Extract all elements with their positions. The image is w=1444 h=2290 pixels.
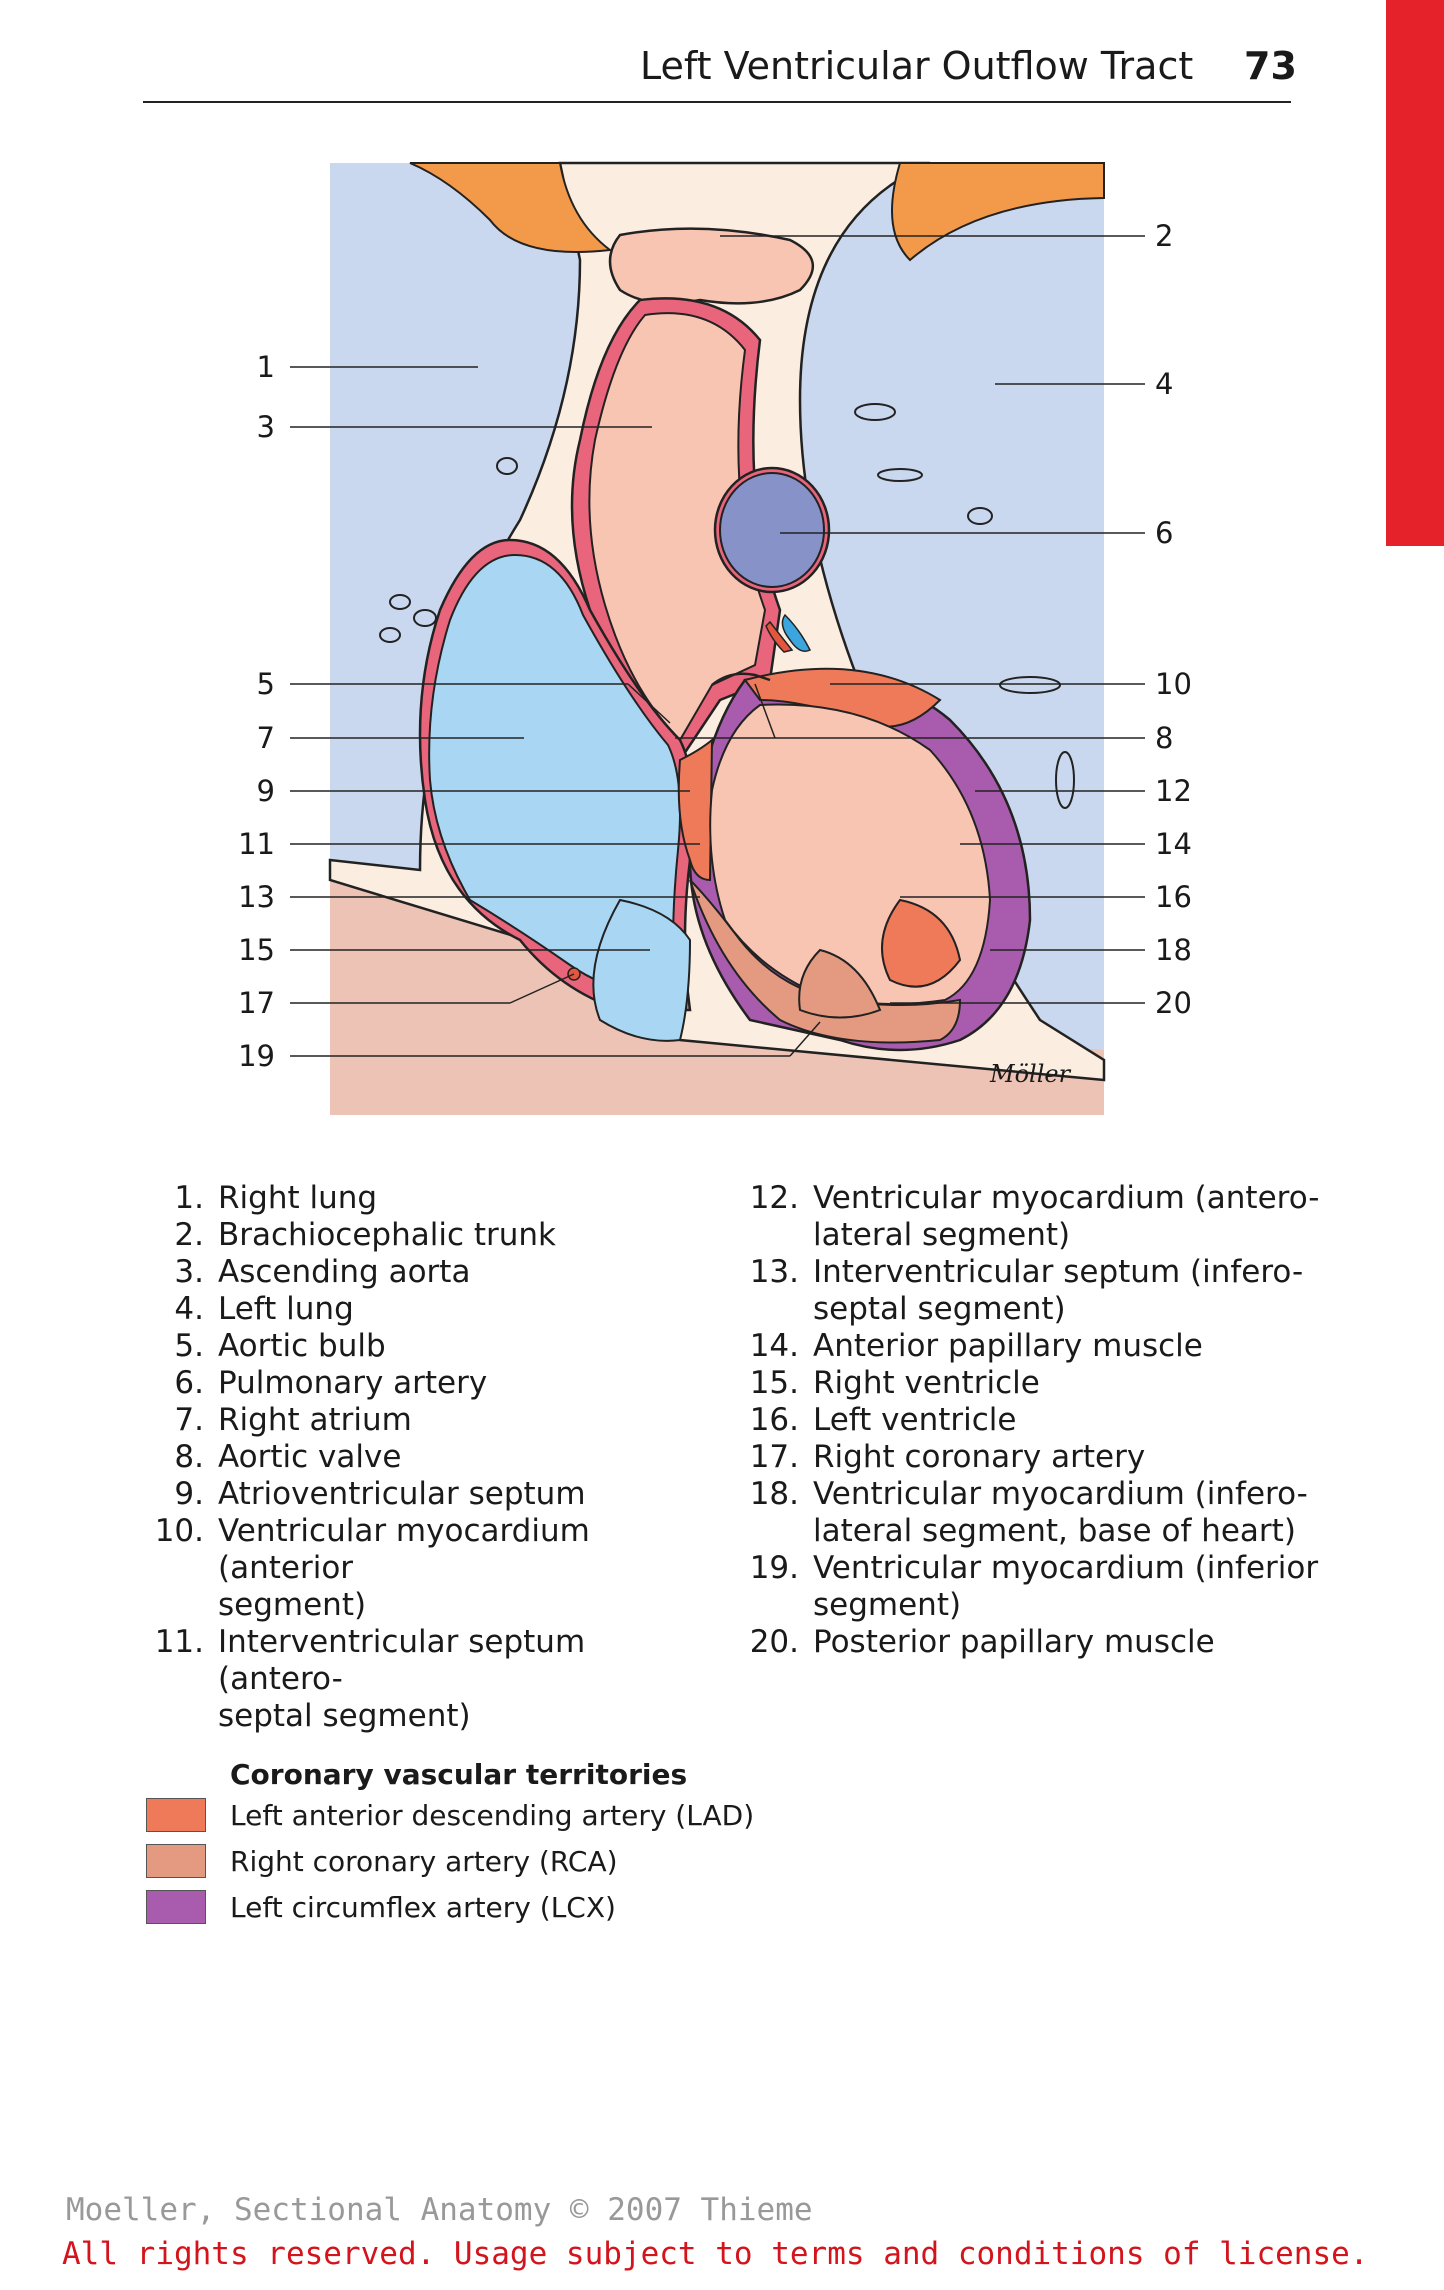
callout-19: 19 [238, 1039, 275, 1073]
legend-item: 9.Atrioventricular septum [174, 1476, 586, 1512]
legend-item: 1.Right lung [174, 1180, 378, 1216]
legend-item: segment) [813, 1587, 962, 1623]
lung-vessel [854, 403, 896, 421]
fat-right [891, 162, 1105, 262]
legend-item: 20.Posterior papillary muscle [749, 1624, 1215, 1660]
chapter-tab [1386, 0, 1444, 546]
legend-item: 2.Brachiocephalic trunk [174, 1217, 556, 1253]
fat-left [409, 162, 613, 253]
legend-item: 4.Left lung [174, 1291, 354, 1327]
legend-item: 14.Anterior papillary muscle [749, 1328, 1203, 1364]
lad-swatch [146, 1798, 206, 1832]
callout-2: 2 [1155, 219, 1174, 253]
lung-vessel [389, 594, 411, 610]
legend-item: 12.Ventricular myocardium (antero- [749, 1180, 1320, 1216]
legend-item: 5.Aortic bulb [174, 1328, 386, 1364]
posterior-papillary-muscle [798, 948, 882, 1019]
callout-9: 9 [256, 774, 275, 808]
lung-vessel [1055, 751, 1075, 809]
heart-section-illustration [290, 161, 1145, 1115]
interventricular-septum [677, 737, 714, 882]
page-header-title: Left Ventricular Outflow Tract [640, 44, 1194, 88]
callout-16: 16 [1155, 880, 1192, 914]
brachiocephalic-trunk [608, 227, 815, 305]
callout-1: 1 [256, 350, 275, 384]
pulmonary-artery [719, 472, 825, 588]
lung-vessel [413, 609, 437, 627]
callout-5: 5 [256, 667, 275, 701]
aortic-valve [711, 672, 771, 686]
legend-column-1: 1.Right lung 2.Brachiocephalic trunk 3.A… [130, 1180, 690, 1735]
territory-rca: Right coronary artery (RCA) [146, 1843, 618, 1879]
lung-vessel [379, 627, 401, 643]
callout-3: 3 [256, 410, 275, 444]
anterior-papillary-muscle [881, 898, 962, 988]
copyright-line: Moeller, Sectional Anatomy © 2007 Thieme [66, 2192, 813, 2228]
legend-item: 18.Ventricular myocardium (infero- [749, 1476, 1308, 1512]
legend-item: septal segment) [813, 1291, 1066, 1327]
page-number: 73 [1244, 44, 1297, 88]
callout-15: 15 [238, 933, 275, 967]
legend-item: 7.Right atrium [174, 1402, 412, 1438]
anatomy-figure: 1 3 5 7 9 11 13 15 17 19 2 4 6 10 8 12 1… [0, 140, 1386, 1130]
callout-18: 18 [1155, 933, 1192, 967]
legend-item: 3.Ascending aorta [174, 1254, 471, 1290]
territory-lad: Left anterior descending artery (LAD) [146, 1797, 754, 1833]
right-ventricle [592, 898, 692, 1042]
legend-item: 19.Ventricular myocardium (inferior [749, 1550, 1319, 1586]
header-divider [143, 101, 1291, 103]
legend-item: lateral segment) [813, 1217, 1071, 1253]
territory-lcx: Left circumflex artery (LCX) [146, 1889, 616, 1925]
callout-10: 10 [1155, 667, 1192, 701]
legend-item: 10.Ventricular myocardium (anterior [154, 1513, 590, 1586]
lung-vessel [967, 507, 993, 525]
legend-item: 8.Aortic valve [174, 1439, 402, 1475]
callout-12: 12 [1155, 774, 1192, 808]
callout-13: 13 [238, 880, 275, 914]
legend-item: lateral segment, base of heart) [813, 1513, 1296, 1549]
legend-item: segment) [218, 1587, 367, 1623]
callout-4: 4 [1155, 367, 1174, 401]
legend-item: septal segment) [218, 1698, 471, 1734]
callout-7: 7 [256, 721, 275, 755]
legend-item: 15.Right ventricle [749, 1365, 1040, 1401]
license-line: All rights reserved. Usage subject to te… [62, 2236, 1369, 2272]
callout-8: 8 [1155, 721, 1174, 755]
callout-6: 6 [1155, 516, 1174, 550]
artist-signature: Möller [990, 1060, 1071, 1088]
legend-item: 13.Interventricular septum (infero- [749, 1254, 1304, 1290]
rca-swatch [146, 1844, 206, 1878]
leader-lines [290, 235, 1145, 1057]
lcx-swatch [146, 1890, 206, 1924]
callout-11: 11 [238, 827, 275, 861]
legend-column-2: 12.Ventricular myocardium (antero- later… [725, 1180, 1325, 1661]
lung-vessel [496, 457, 518, 475]
legend-item: 11.Interventricular septum (antero- [154, 1624, 586, 1697]
legend-item: 6.Pulmonary artery [174, 1365, 488, 1401]
legend-item: 17.Right coronary artery [749, 1439, 1146, 1475]
legend-item: 16.Left ventricle [749, 1402, 1017, 1438]
left-coronary-branch [781, 613, 812, 652]
lung-vessel [999, 676, 1061, 694]
callout-17: 17 [238, 986, 275, 1020]
callout-14: 14 [1155, 827, 1192, 861]
coronary-vessel [765, 620, 794, 653]
lung-vessel [877, 468, 923, 482]
territories-title: Coronary vascular territories [230, 1758, 688, 1791]
callout-20: 20 [1155, 986, 1192, 1020]
